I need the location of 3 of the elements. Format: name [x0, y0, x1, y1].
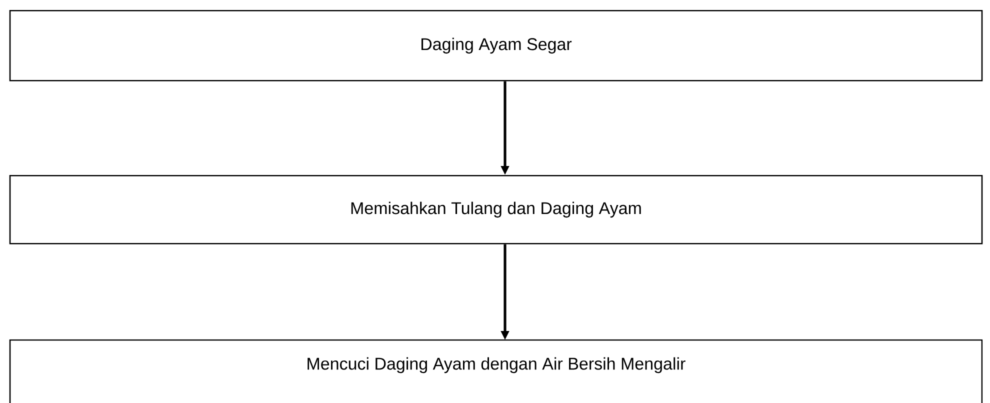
process-box: Memisahkan Tulang dan Daging Ayam: [9, 175, 983, 244]
process-box: Daging Ayam Segar: [9, 10, 983, 82]
process-box: Mencuci Daging Ayam dengan Air Bersih Mengalir: [9, 339, 983, 403]
